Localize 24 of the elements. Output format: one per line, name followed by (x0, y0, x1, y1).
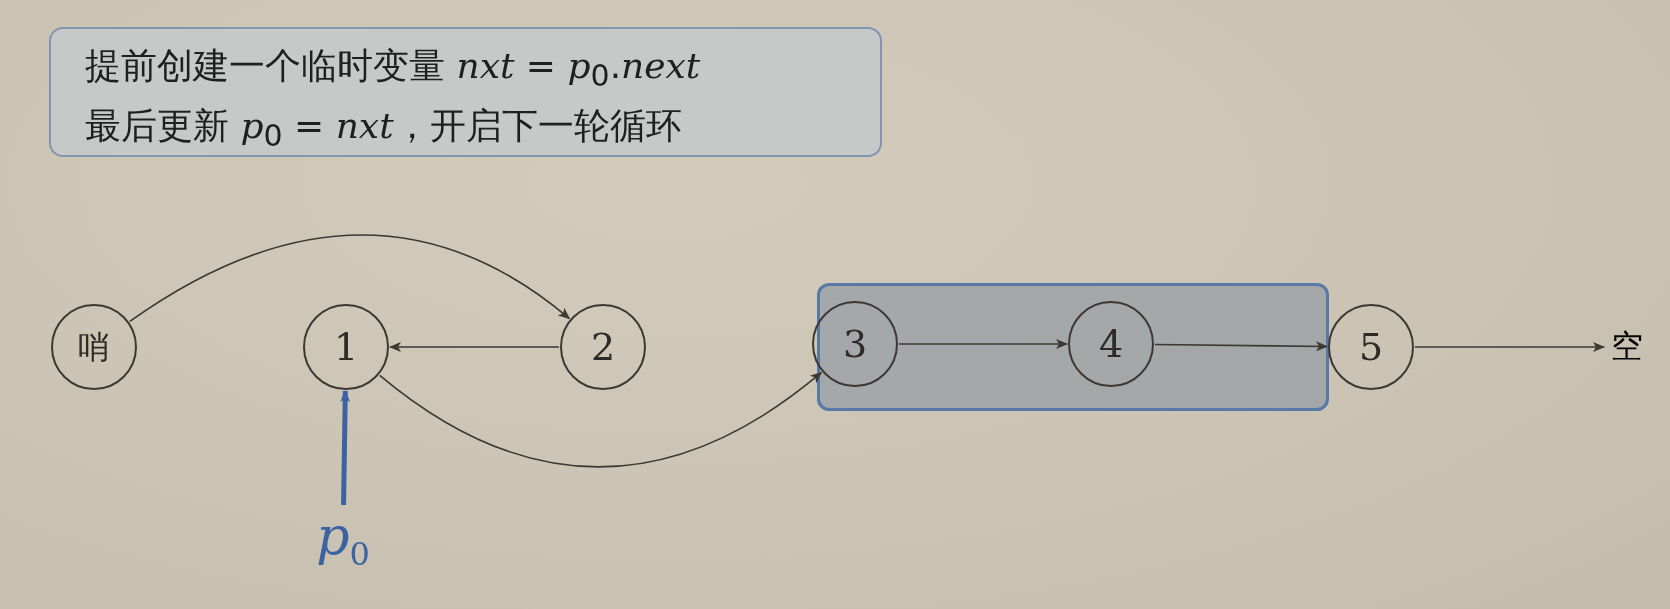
arrow (340, 390, 351, 506)
list-node-circle (51, 304, 137, 390)
arrow (378, 371, 823, 468)
arrow (898, 339, 1068, 349)
node-text: 3 (842, 325, 868, 363)
list-node-circle (560, 304, 646, 390)
list-node-circle (812, 301, 898, 387)
note-box (49, 27, 882, 157)
note-text: 提前创建一个临时变量 nxt = p$_{0}$.next (85, 44, 702, 96)
arrow (389, 342, 560, 352)
node-text: 哨 (78, 331, 110, 363)
node-text: 4 (1098, 325, 1124, 363)
node-text: 空 (1611, 326, 1643, 367)
list-node-circle (303, 304, 389, 390)
arrow (1414, 342, 1605, 352)
note-text: 最后更新 p$_{0}$ = nxt，开启下一轮循环 (85, 104, 683, 156)
arrow (1154, 341, 1328, 352)
node-text: 5 (1358, 328, 1384, 366)
list-node-circle (1328, 304, 1414, 390)
arrow (129, 234, 571, 323)
node-text: 1 (333, 328, 359, 366)
node-text: p$_{0}$ (316, 506, 370, 574)
list-node-circle (1068, 301, 1154, 387)
node-text: 2 (590, 328, 616, 366)
